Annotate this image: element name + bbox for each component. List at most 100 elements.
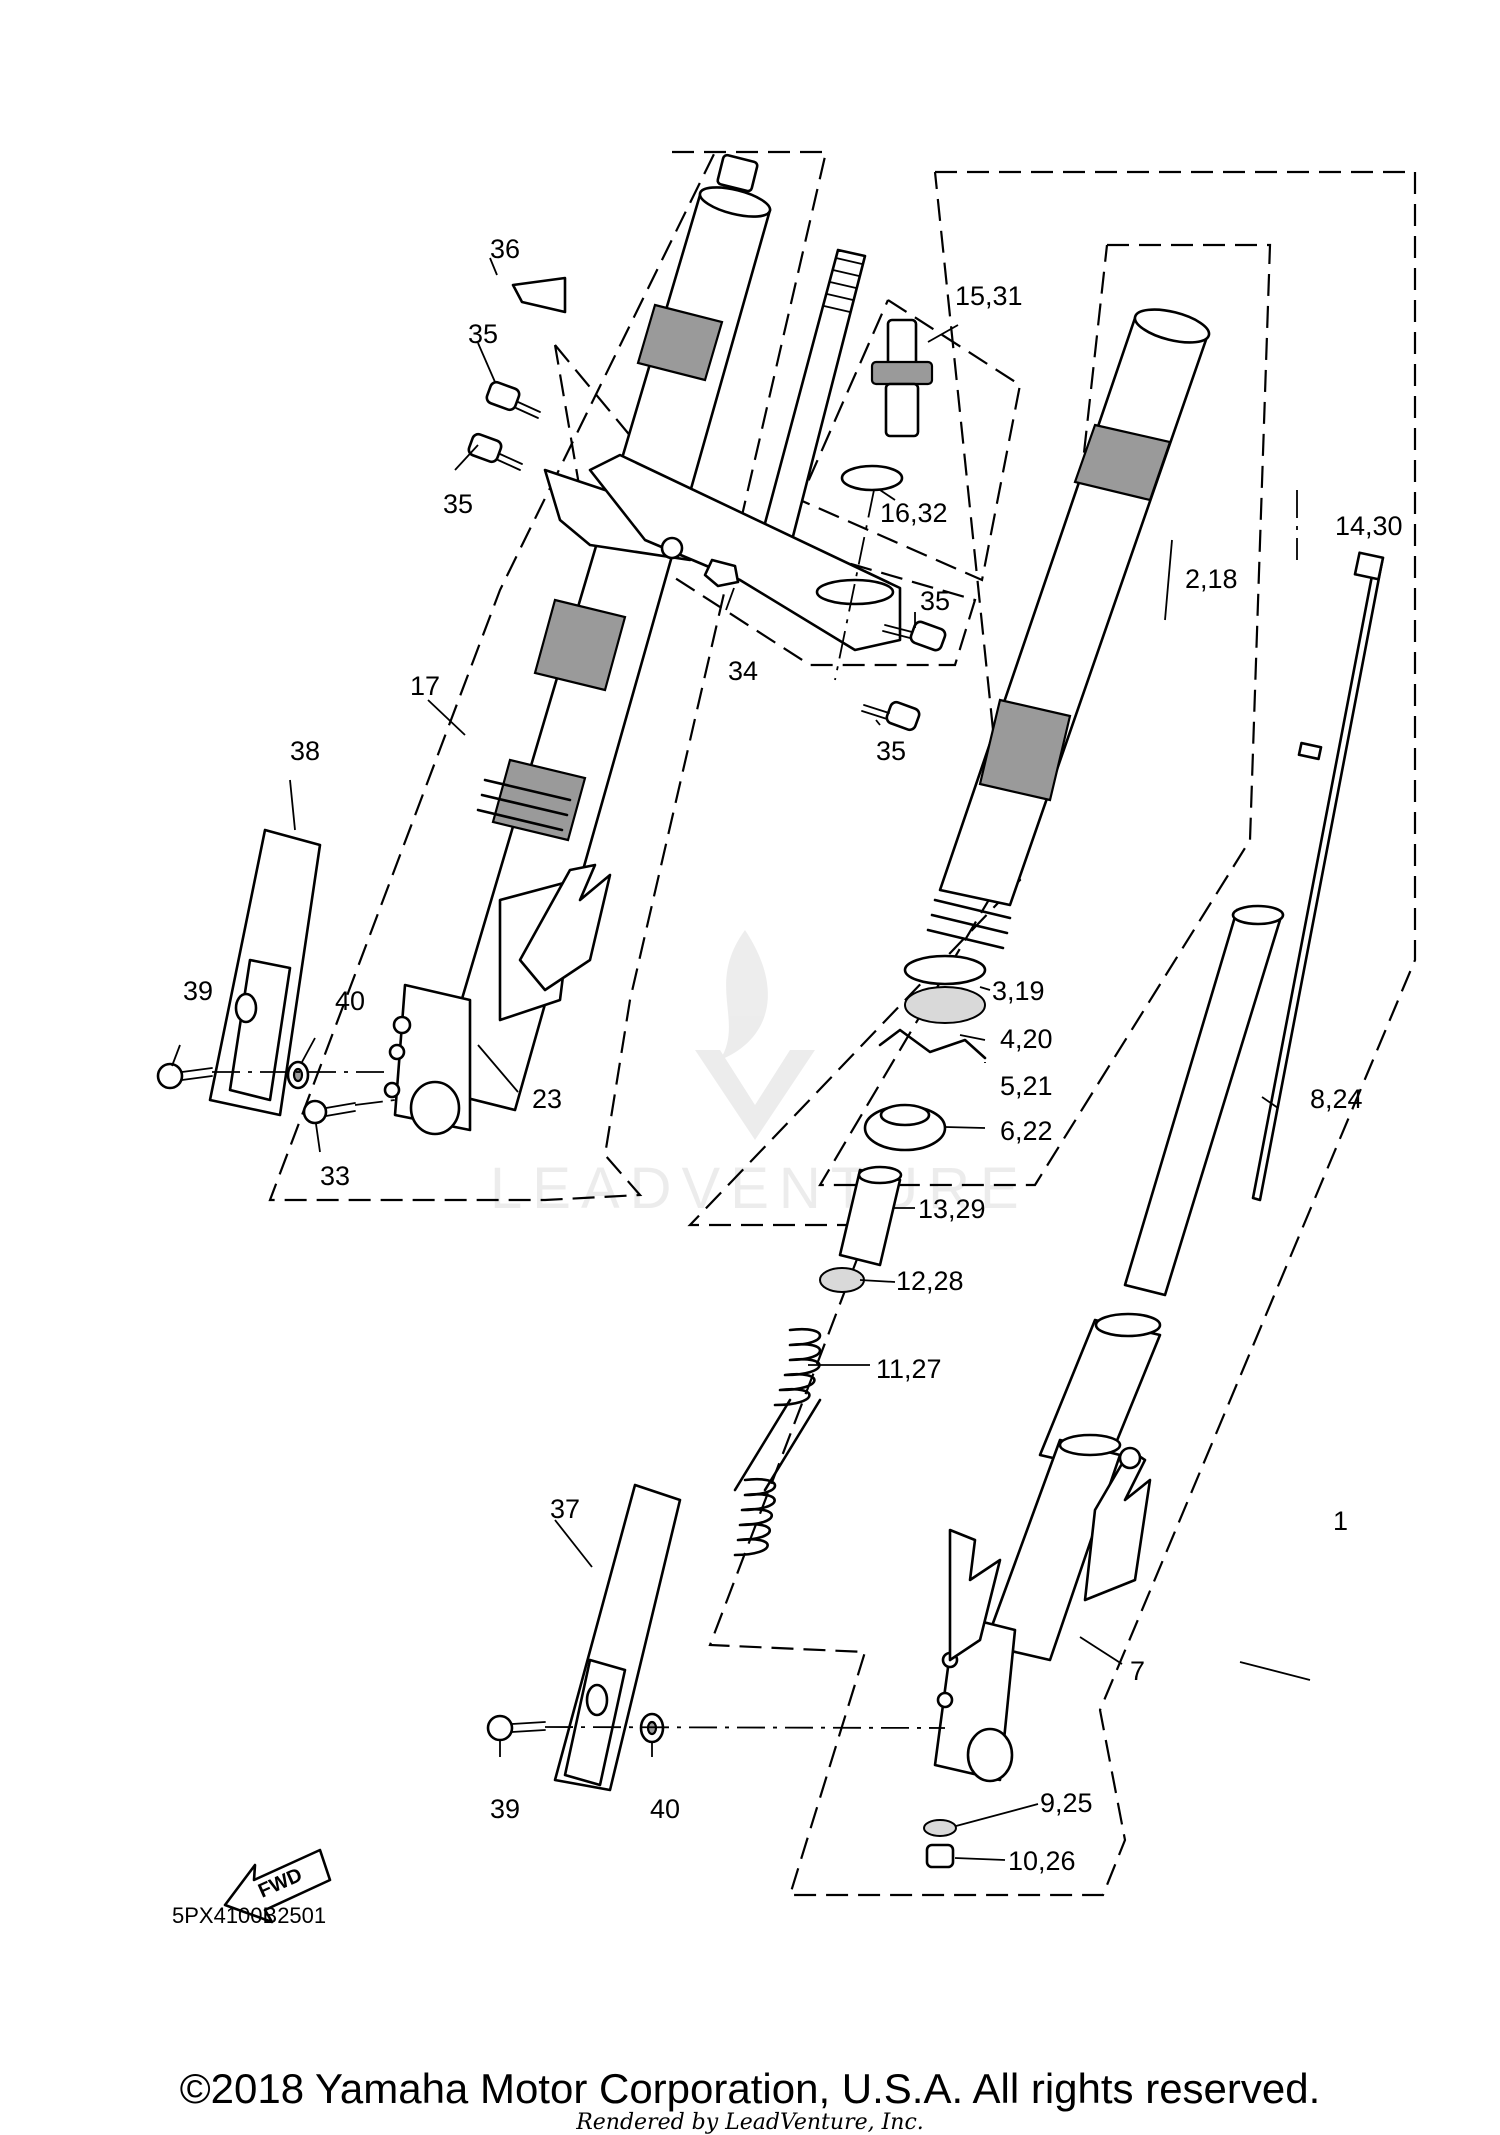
- diagram-code: 5PX4100B2501: [172, 1903, 326, 1928]
- part-label-p8_24: 8,24: [1310, 1084, 1363, 1114]
- washer-40-a: [286, 1060, 310, 1090]
- fwd-arrow-icon: [223, 1848, 332, 1924]
- left-tube-band-2: [533, 598, 627, 692]
- rod-collar: [1297, 741, 1323, 761]
- part-label-p36: 36: [490, 234, 520, 264]
- stem-thread: [823, 257, 863, 313]
- part-label-p37: 37: [550, 1494, 580, 1524]
- outline-left-fork: [268, 150, 828, 1202]
- outer-tube-lower-top: [1058, 1433, 1122, 1457]
- bolt-35-d: [861, 700, 921, 732]
- bolt-33: [302, 1099, 356, 1125]
- outline-inner-tube: [818, 243, 1272, 1187]
- part-label-p9_25: 9,25: [1040, 1788, 1093, 1818]
- cartridge-top: [1231, 904, 1285, 926]
- right-axle-hole: [966, 1727, 1014, 1783]
- alignment-lines: [212, 489, 1298, 1729]
- part-label-p4_20: 4,20: [1000, 1024, 1053, 1054]
- seal-4-20: [904, 986, 986, 1024]
- bolt-39-a: [156, 1062, 213, 1090]
- bolts-35: [467, 380, 947, 732]
- cartridge-8-24: [1123, 908, 1282, 1297]
- part-label-p35a: 35: [468, 319, 498, 349]
- part-label-p2_18: 2,18: [1185, 564, 1238, 594]
- part-label-p34: 34: [728, 656, 758, 686]
- part-label-p3_19: 3,19: [992, 976, 1045, 1006]
- part-label-p39b: 39: [490, 1794, 520, 1824]
- part-label-p12_28: 12,28: [896, 1266, 964, 1296]
- bolt-10-26: [925, 1843, 955, 1869]
- spring-11-27-lower: [733, 1477, 777, 1557]
- leader-lines: [171, 257, 1311, 1861]
- guard-37: [553, 1483, 682, 1792]
- right-tube-top: [1133, 308, 1211, 344]
- washer-12-28: [819, 1267, 865, 1293]
- left-dust-seal: [476, 778, 572, 832]
- right-fender-bracket: [948, 1528, 1002, 1662]
- left-fork-assembly: [383, 153, 772, 1136]
- right-fork-assembly: [733, 308, 1385, 1869]
- damper-adjuster: [840, 318, 934, 492]
- left-bolt-hole-2: [388, 1043, 406, 1061]
- steering-clamp-assembly: [588, 248, 902, 652]
- adjuster-collar: [870, 360, 934, 386]
- sticker-36: [511, 276, 567, 314]
- fasteners: [156, 1060, 665, 1744]
- copyright-notice: ©2018 Yamaha Motor Corporation, U.S.A. A…: [180, 2065, 1321, 2112]
- part-label-p16_32: 16,32: [880, 498, 948, 528]
- bolt-35-a: [485, 380, 541, 419]
- left-fork-cap: [716, 153, 759, 193]
- part-label-p35c: 35: [920, 586, 950, 616]
- fwd-arrow: FWD: [223, 1848, 332, 1924]
- left-tube-band-1: [636, 303, 724, 382]
- part-label-p1: 1: [1333, 1506, 1348, 1536]
- washer-9-25: [923, 1819, 957, 1837]
- right-outer-tube: [938, 316, 1210, 907]
- outline-15-31: [798, 299, 1022, 582]
- left-caliper-arm: [518, 863, 612, 992]
- watermark-text: LEADVENTURE: [490, 1156, 1029, 1221]
- part-label-p11_27: 11,27: [876, 1354, 942, 1384]
- guard-38: [208, 828, 322, 1117]
- watermark: LEADVENTURE: [490, 930, 1029, 1221]
- clamp-nut: [703, 558, 740, 588]
- part-label-p5_21: 5,21: [1000, 1071, 1053, 1101]
- left-axle-hole: [409, 1080, 461, 1136]
- left-bolt-hole-1: [392, 1015, 412, 1035]
- part-label-p10_26: 10,26: [1008, 1846, 1076, 1876]
- flame-logo-icon: [695, 930, 815, 1140]
- right-tube-band-2: [978, 698, 1072, 802]
- seal-3-19: [903, 954, 987, 986]
- part-label-p14_30: 14,30: [1335, 511, 1403, 541]
- spacer-top: [857, 1165, 903, 1185]
- left-bolt-hole-3: [383, 1081, 401, 1099]
- dust-seal-6-22-inner: [879, 1103, 931, 1127]
- part-label-p33: 33: [320, 1161, 350, 1191]
- left-tube-top: [698, 186, 772, 218]
- part-label-p40b: 40: [650, 1794, 680, 1824]
- bolt-39-b: [486, 1714, 546, 1742]
- part-label-p7: 7: [1130, 1656, 1145, 1686]
- rendered-by: Rendered by LeadVenture, Inc.: [575, 2110, 924, 2135]
- spring-11-27-mid: [733, 1398, 822, 1492]
- part-label-p39a: 39: [183, 976, 213, 1006]
- bolt-35-c: [882, 620, 947, 652]
- adjuster-rod: [884, 382, 920, 438]
- part-label-p35b: 35: [443, 489, 473, 519]
- right-tube-band-1: [1073, 423, 1172, 502]
- steering-stem: [758, 248, 867, 550]
- clamp-hole: [815, 578, 895, 606]
- right-bolt-hole-2: [936, 1691, 954, 1709]
- part-label-p38: 38: [290, 736, 320, 766]
- part-label-p13_29: 13,29: [918, 1194, 986, 1224]
- clamp-bolt-hole: [660, 536, 684, 560]
- part-label-p35d: 35: [876, 736, 906, 766]
- o-ring-16-32: [840, 464, 904, 492]
- part-label-p17: 17: [410, 671, 440, 701]
- part-label-p23: 23: [532, 1084, 562, 1114]
- right-dust-seal: [926, 898, 1012, 950]
- spring-11-27-upper: [773, 1327, 822, 1407]
- adjuster-body: [886, 318, 918, 367]
